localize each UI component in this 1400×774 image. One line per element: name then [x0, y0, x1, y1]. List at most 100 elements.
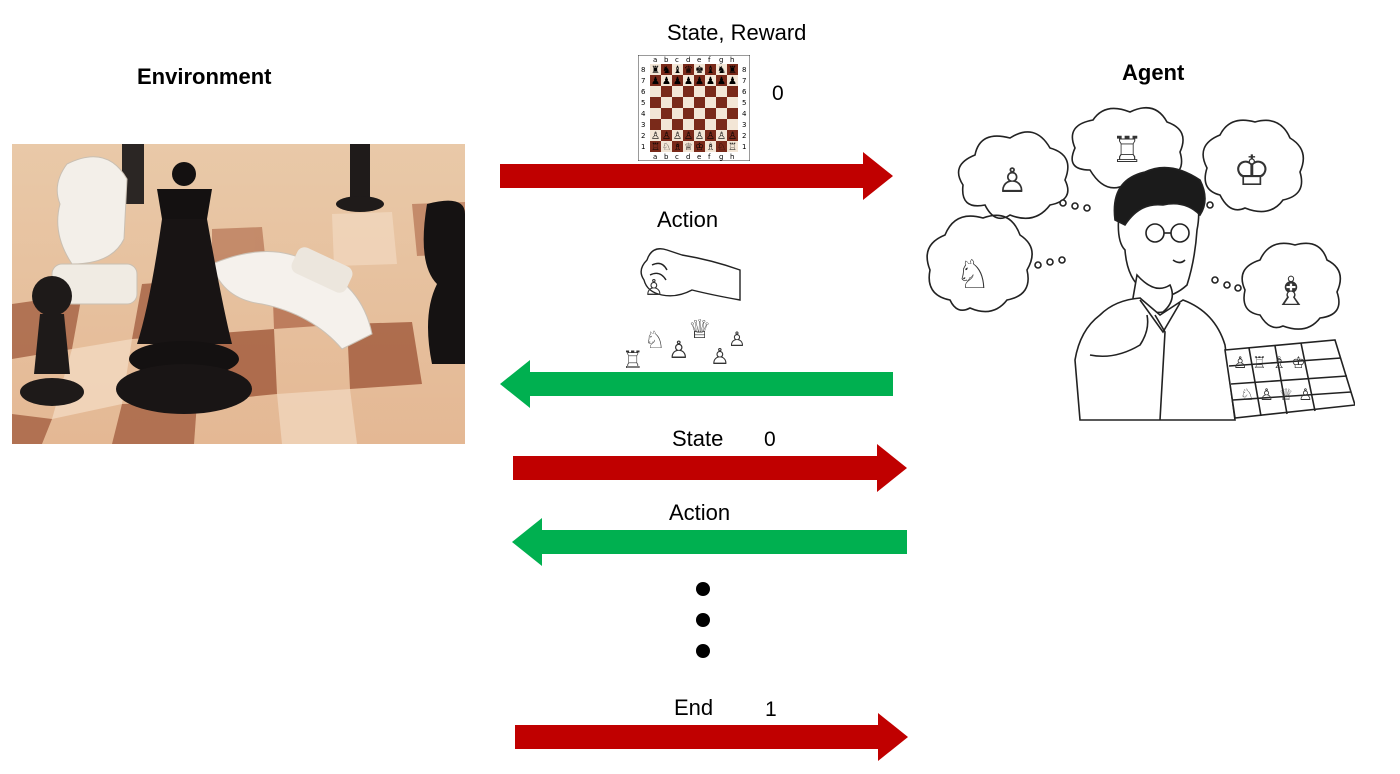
black-pawn: ♟ [684, 76, 693, 87]
black-piece: ♞ [717, 65, 726, 76]
black-piece: ♝ [673, 65, 682, 76]
black-pawn: ♟ [717, 76, 726, 87]
board-square [683, 97, 694, 108]
board-square [694, 64, 705, 75]
arrow-end-to-agent [515, 713, 908, 761]
board-square [727, 130, 738, 141]
board-square [650, 86, 661, 97]
svg-text:♖: ♖ [622, 346, 644, 370]
white-pawn: ♙ [695, 131, 704, 142]
white-pawn: ♙ [717, 131, 726, 142]
svg-text:♙ ♖ ♗ ♔: ♙ ♖ ♗ ♔ [1233, 353, 1306, 372]
white-pawn: ♙ [651, 131, 660, 142]
board-square [672, 108, 683, 119]
arrow-shape [512, 518, 907, 566]
board-square [683, 130, 694, 141]
environment-title: Environment [137, 64, 272, 89]
board-square [650, 141, 661, 152]
thought-cloud-king-icon: ♔ [1202, 119, 1305, 213]
board-square [694, 75, 705, 86]
bishop-icon: ♗ [1273, 269, 1309, 315]
file-label-top: a [653, 56, 657, 64]
board-square [705, 130, 716, 141]
svg-text:♙: ♙ [668, 336, 690, 364]
arrow-shape [513, 444, 907, 492]
board-square [727, 108, 738, 119]
board-square [650, 75, 661, 86]
agent-thinking-illustration: ♙ ♖ ♔ ♘ ♗ [915, 100, 1355, 430]
board-square [683, 108, 694, 119]
file-label-top: h [730, 56, 734, 64]
step-3-reward-value: 0 [764, 428, 776, 451]
black-pawn: ♟ [651, 76, 660, 87]
rank-label-right: 6 [742, 88, 747, 96]
black-piece: ♜ [651, 65, 660, 76]
board-square [683, 64, 694, 75]
board-square [694, 130, 705, 141]
white-piece: ♖ [651, 142, 660, 153]
arrow-state-reward-to-agent [500, 152, 893, 200]
svg-text:♘: ♘ [644, 326, 666, 354]
board-square [672, 130, 683, 141]
step-action-label: Action [657, 207, 719, 232]
board-square [672, 64, 683, 75]
svg-text:♕: ♕ [688, 315, 711, 345]
board-square [683, 75, 694, 86]
board-square [683, 119, 694, 130]
board-square [705, 75, 716, 86]
white-piece: ♘ [662, 142, 671, 153]
rank-label-left: 4 [641, 110, 646, 118]
rank-label-right: 5 [742, 99, 746, 107]
agent-title: Agent [1122, 60, 1185, 85]
board-square [727, 86, 738, 97]
thought-cloud-rook-icon: ♖ [1071, 106, 1184, 190]
board-square [705, 86, 716, 97]
white-pawn: ♙ [728, 131, 737, 142]
white-piece: ♗ [673, 142, 682, 153]
board-square [683, 141, 694, 152]
rank-label-right: 7 [742, 77, 746, 85]
board-square [716, 130, 727, 141]
board-square [694, 108, 705, 119]
arrow-shape [515, 713, 908, 761]
hand-moving-pieces-illustration: ♙ ♖ ♘ ♙ ♕ ♙ ♙ [622, 240, 746, 370]
step-5-reward-value: 1 [765, 698, 777, 721]
step-state-reward-label: State, Reward [667, 20, 807, 45]
thought-cloud-pawn-icon: ♙ [957, 131, 1069, 220]
white-pawn: ♙ [684, 131, 693, 142]
board-square [716, 64, 727, 75]
board-square [672, 86, 683, 97]
rank-label-right: 1 [742, 143, 746, 151]
board-square [694, 141, 705, 152]
arrow-shape [500, 152, 893, 200]
board-square [705, 64, 716, 75]
white-piece: ♗ [706, 142, 715, 153]
board-square [727, 119, 738, 130]
step-1-reward-value: 0 [772, 82, 784, 105]
board-square [705, 141, 716, 152]
board-square [705, 97, 716, 108]
board-square [727, 97, 738, 108]
rank-label-left: 7 [641, 77, 645, 85]
knight-icon: ♘ [955, 252, 991, 298]
file-label-top: e [697, 56, 701, 64]
board-square [716, 119, 727, 130]
board-square [716, 75, 727, 86]
board-square [727, 64, 738, 75]
black-piece: ♞ [662, 65, 671, 76]
board-square [716, 141, 727, 152]
black-pawn: ♟ [673, 76, 682, 87]
environment-chess-photo [12, 144, 465, 444]
svg-text:♙: ♙ [644, 276, 664, 301]
rank-label-right: 2 [742, 132, 746, 140]
rank-label-right: 3 [742, 121, 746, 129]
step-state-label: State [672, 426, 724, 451]
step-end-label: End [674, 695, 714, 720]
file-label-bottom: d [686, 153, 690, 161]
svg-text:♙: ♙ [728, 327, 746, 351]
svg-text:♘ ♙ ♕ ♙: ♘ ♙ ♕ ♙ [1240, 385, 1313, 404]
board-square [650, 108, 661, 119]
rank-label-right: 4 [742, 110, 747, 118]
board-square [661, 108, 672, 119]
file-label-bottom: f [708, 153, 711, 161]
